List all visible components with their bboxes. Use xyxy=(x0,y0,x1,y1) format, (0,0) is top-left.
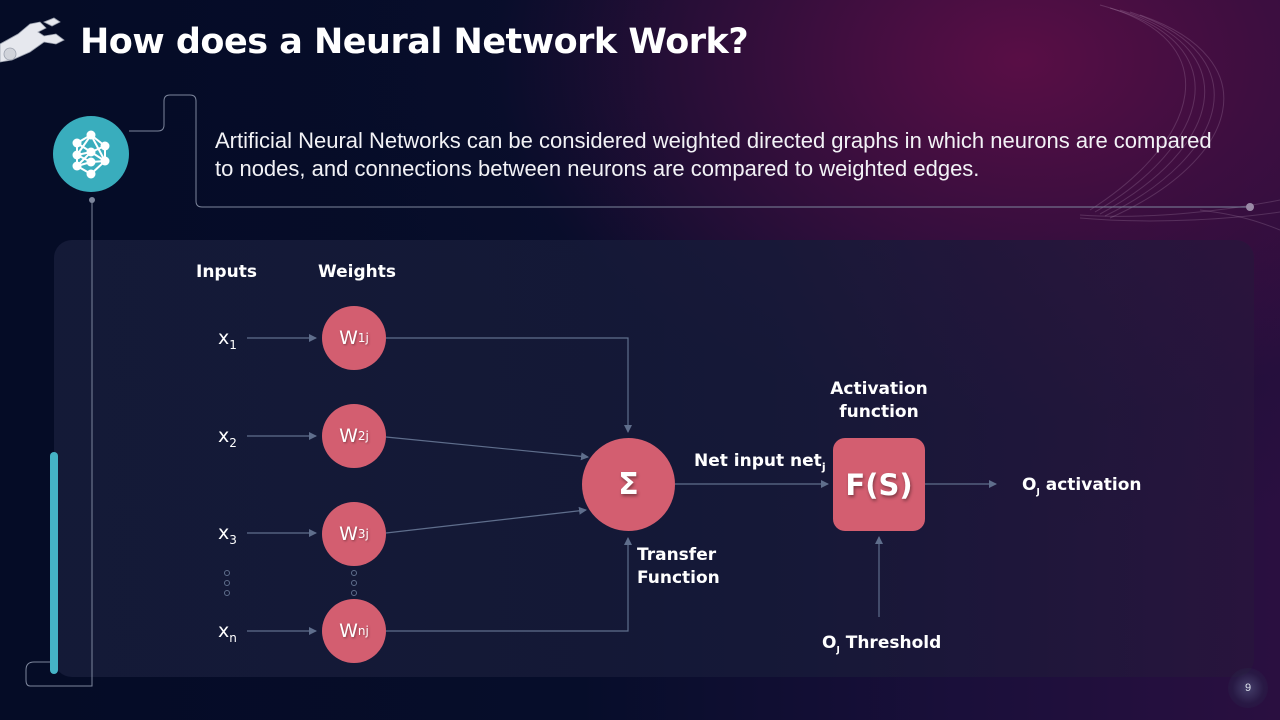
transfer-label-line2: Function xyxy=(637,568,720,588)
input-xn: xn xyxy=(218,620,237,645)
input-base: x xyxy=(218,522,230,544)
net-input-text: Net input net xyxy=(694,451,822,471)
weight-subscript: nj xyxy=(357,624,369,638)
input-ellipsis xyxy=(224,570,230,600)
transfer-function-label: Transfer Function xyxy=(637,544,720,590)
threshold-text: Threshold xyxy=(839,633,942,653)
net-input-subscript: j xyxy=(821,460,826,474)
input-subscript: 2 xyxy=(229,436,237,450)
connector-end-dot xyxy=(1246,203,1254,211)
summation-node: Σ xyxy=(582,438,675,531)
arrow-wn-sum xyxy=(386,537,632,632)
description-text: Artificial Neural Networks can be consid… xyxy=(215,128,1212,181)
page-number: 9 xyxy=(1228,668,1268,708)
transfer-label-line1: Transfer xyxy=(637,545,717,565)
arrow-w2-sum xyxy=(385,436,589,461)
activation-function-label: Activation function xyxy=(822,378,936,424)
arrow-w1-sum xyxy=(386,337,632,433)
robot-hand-icon xyxy=(0,17,65,63)
net-input-label: Net input netj xyxy=(694,451,826,473)
weight-base: W xyxy=(339,523,358,545)
weight-ellipsis xyxy=(351,570,357,600)
input-x1: x1 xyxy=(218,327,237,352)
arrow-w3-sum xyxy=(385,506,587,534)
left-connector-line xyxy=(25,200,93,687)
threshold-subscript: J xyxy=(836,645,840,656)
weight-base: W xyxy=(339,327,358,349)
input-base: x xyxy=(218,620,230,642)
connector-dot xyxy=(89,197,95,203)
sigma-symbol: Σ xyxy=(618,467,639,502)
output-text: activation xyxy=(1039,475,1142,495)
weight-subscript: 1j xyxy=(357,331,369,345)
activation-label-line1: Activation xyxy=(830,379,928,399)
weight-subscript: 3j xyxy=(357,527,369,541)
threshold-label: OJ Threshold xyxy=(822,633,941,655)
output-subscript: J xyxy=(1036,487,1040,498)
input-subscript: n xyxy=(229,631,237,645)
activation-label-line2: function xyxy=(839,402,919,422)
input-x3: x3 xyxy=(218,522,237,547)
weights-header: Weights xyxy=(318,262,397,282)
fs-text: F(S) xyxy=(845,467,913,502)
header-connector-line xyxy=(129,94,1250,208)
slide-title: How does a Neural Network Work? xyxy=(80,22,749,62)
weight-base: W xyxy=(339,620,358,642)
input-base: x xyxy=(218,327,230,349)
input-subscript: 1 xyxy=(229,338,237,352)
input-subscript: 3 xyxy=(229,533,237,547)
threshold-prefix: O xyxy=(822,633,837,653)
neural-network-icon xyxy=(53,116,129,192)
output-activation-label: OJ activation xyxy=(1022,475,1142,497)
activation-function-box: F(S) xyxy=(833,438,925,531)
inputs-header: Inputs xyxy=(196,262,257,282)
accent-bar xyxy=(50,452,58,674)
output-prefix: O xyxy=(1022,475,1037,495)
input-base: x xyxy=(218,425,230,447)
weight-base: W xyxy=(339,425,358,447)
weight-subscript: 2j xyxy=(357,429,369,443)
input-x2: x2 xyxy=(218,425,237,450)
